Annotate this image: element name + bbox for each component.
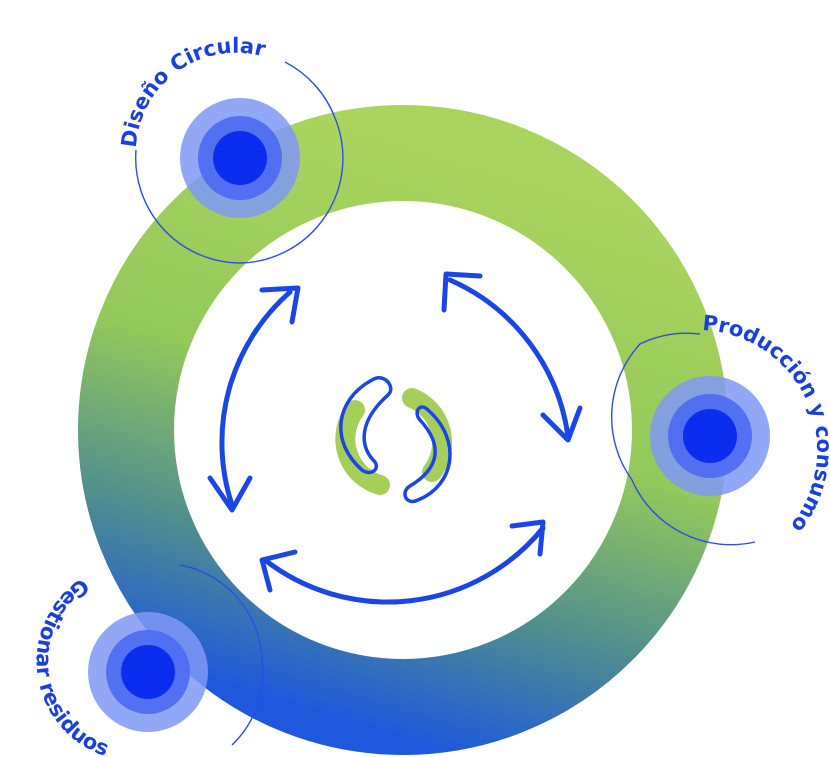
arrow-bottom-head-right [509,519,546,557]
center-green-left [335,400,390,495]
center-green-right [402,388,453,482]
arrow-bottom-arc [262,525,546,605]
orbit-lines [134,61,756,746]
arrow-right-arc [447,277,571,440]
node-design-dot [213,131,267,185]
node-design[interactable] [180,98,300,218]
center-blue-right [403,405,452,504]
orbit-arc-design [134,61,344,264]
center-icon [335,376,453,504]
node-production-dot [683,409,737,463]
orbit-arc-waste [179,564,264,746]
node-production[interactable] [650,376,770,496]
cycle-arrows [207,271,583,605]
arrow-left-head-top [259,285,301,325]
arrow-right-head-top [441,271,483,313]
cycle-ring [78,105,728,755]
node-waste[interactable] [88,612,208,732]
center-blue-left [339,376,393,475]
node-waste-dot [121,645,175,699]
arrow-bottom-head-left [259,549,298,593]
orbit-arc-production [610,332,756,546]
arrow-right-head-bottom [540,405,583,443]
arrow-left-arc [219,289,293,508]
arrow-left-head-bottom [207,475,253,513]
